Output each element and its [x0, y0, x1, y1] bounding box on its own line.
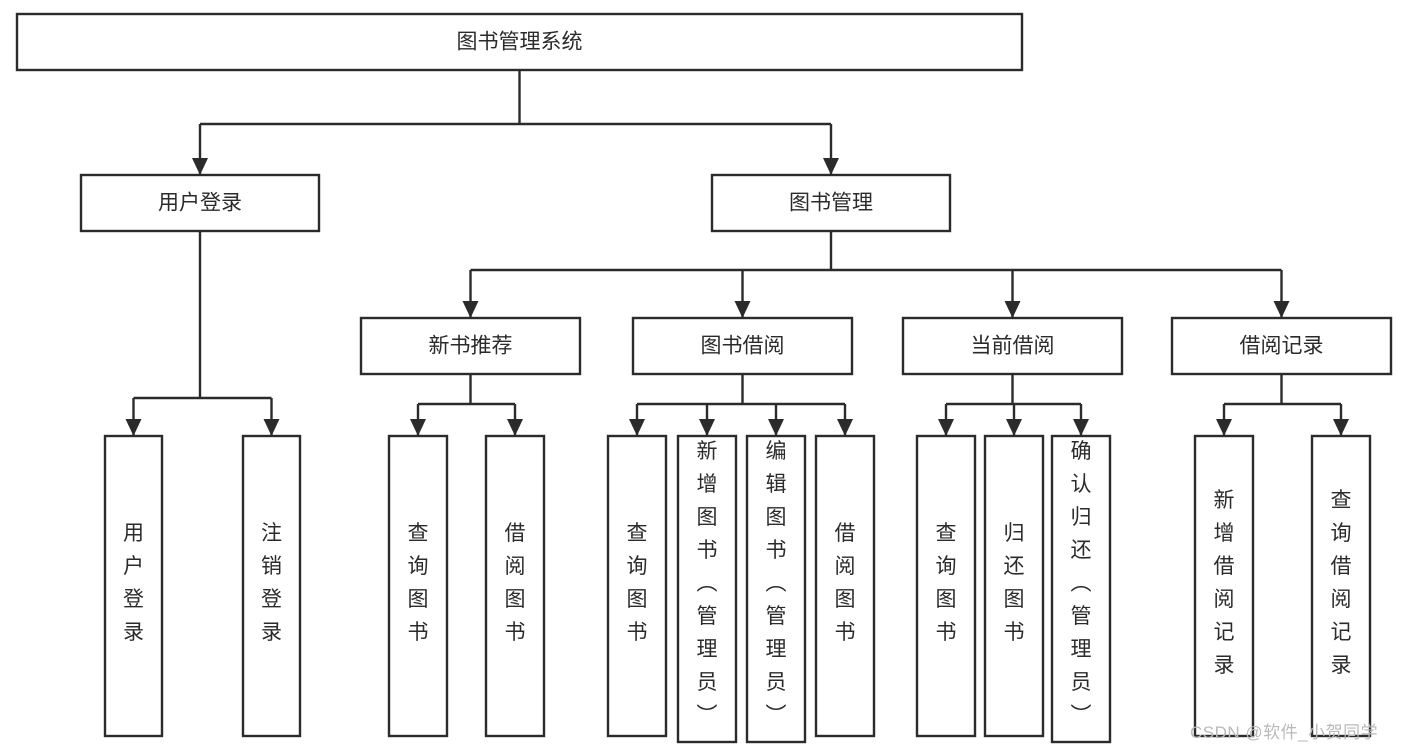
arrow-head-icon	[823, 158, 839, 175]
node-label-leaf-return-book: 归还图书	[1004, 522, 1025, 644]
node-leaf-borrow-book-b[interactable]: 借阅图书	[814, 434, 876, 738]
edge-group-root	[192, 70, 839, 175]
node-box-user-login	[79, 173, 321, 233]
node-leaf-query-book-c[interactable]: 查询图书	[915, 434, 977, 738]
arrow-head-icon	[1333, 419, 1349, 436]
node-box-leaf-add-book	[676, 434, 738, 744]
node-current-borrow[interactable]: 当前借阅	[901, 316, 1124, 376]
edge-group-user-login	[125, 231, 280, 436]
node-leaf-query-book-b[interactable]: 查询图书	[606, 434, 668, 738]
csdn-watermark: CSDN @软件_小贺同学	[1190, 723, 1379, 742]
node-label-leaf-confirm-return: 确认归还︵管理员︶	[1071, 440, 1092, 727]
node-label-leaf-query-book-a: 查询图书	[408, 522, 429, 644]
arrow-head-icon	[125, 419, 142, 436]
node-box-leaf-add-record	[1193, 434, 1255, 738]
node-label-leaf-borrow-book-a: 借阅图书	[505, 522, 526, 644]
node-label-leaf-query-book-c: 查询图书	[936, 522, 957, 644]
node-leaf-borrow-book-a[interactable]: 借阅图书	[484, 434, 546, 738]
arrow-head-icon	[837, 419, 853, 436]
arrow-head-icon	[629, 419, 645, 436]
arrow-head-icon	[768, 419, 784, 436]
node-root[interactable]: 图书管理系统	[15, 12, 1024, 72]
node-leaf-confirm-return[interactable]: 确认归还︵管理员︶	[1050, 434, 1112, 744]
node-book-manage[interactable]: 图书管理	[710, 173, 952, 233]
node-label-leaf-add-record: 新增借阅记录	[1214, 489, 1235, 677]
node-box-leaf-borrow-book-b	[814, 434, 876, 738]
node-label-leaf-edit-book: 编辑图书︵管理员︶	[766, 440, 787, 727]
node-book-borrow[interactable]: 图书借阅	[631, 316, 854, 376]
node-label-leaf-borrow-book-b: 借阅图书	[835, 522, 856, 644]
node-box-leaf-edit-book	[745, 434, 807, 744]
node-box-leaf-query-book-a	[387, 434, 449, 738]
node-label-user-login: 用户登录	[158, 192, 242, 215]
node-box-root	[15, 12, 1024, 72]
node-leaf-add-record[interactable]: 新增借阅记录	[1193, 434, 1255, 738]
node-label-new-book-rec: 新书推荐	[429, 335, 513, 358]
arrow-head-icon	[507, 419, 523, 436]
edge-group-borrow-record	[1216, 374, 1349, 436]
edge-group-new-book-rec	[410, 374, 523, 436]
arrow-head-icon	[938, 419, 954, 436]
arrow-head-icon	[1004, 301, 1021, 318]
node-box-leaf-confirm-return	[1050, 434, 1112, 744]
node-label-root: 图书管理系统	[457, 31, 583, 54]
node-label-book-borrow: 图书借阅	[701, 335, 785, 358]
arrow-head-icon	[410, 419, 426, 436]
node-box-leaf-return-book	[983, 434, 1045, 738]
node-label-leaf-query-record: 查询借阅记录	[1331, 489, 1352, 677]
node-leaf-add-book[interactable]: 新增图书︵管理员︶	[676, 434, 738, 744]
node-leaf-return-book[interactable]: 归还图书	[983, 434, 1045, 738]
node-leaf-user-login[interactable]: 用户登录	[103, 434, 164, 738]
arrow-head-icon	[699, 419, 715, 436]
node-new-book-rec[interactable]: 新书推荐	[359, 316, 582, 376]
arrow-head-icon	[263, 419, 280, 436]
node-leaf-query-record[interactable]: 查询借阅记录	[1310, 434, 1372, 738]
node-label-leaf-user-login: 用户登录	[123, 522, 144, 644]
node-label-book-manage: 图书管理	[789, 192, 873, 215]
node-box-borrow-record	[1170, 316, 1393, 376]
node-box-leaf-borrow-book-a	[484, 434, 546, 738]
connector-layer	[125, 70, 1349, 436]
arrow-head-icon	[1216, 419, 1232, 436]
arrow-head-icon	[1273, 301, 1290, 318]
arrow-head-icon	[1073, 419, 1089, 436]
arrow-head-icon	[1006, 419, 1022, 436]
edge-group-current-borrow	[938, 374, 1089, 436]
node-label-current-borrow: 当前借阅	[971, 335, 1055, 358]
node-leaf-query-book-a[interactable]: 查询图书	[387, 434, 449, 738]
arrow-head-icon	[462, 301, 479, 318]
node-box-current-borrow	[901, 316, 1124, 376]
node-leaf-logout[interactable]: 注销登录	[241, 434, 302, 738]
node-user-login[interactable]: 用户登录	[79, 173, 321, 233]
node-box-new-book-rec	[359, 316, 582, 376]
node-leaf-edit-book[interactable]: 编辑图书︵管理员︶	[745, 434, 807, 744]
node-box-book-manage	[710, 173, 952, 233]
node-box-leaf-query-record	[1310, 434, 1372, 738]
node-borrow-record[interactable]: 借阅记录	[1170, 316, 1393, 376]
arrow-head-icon	[734, 301, 751, 318]
node-label-leaf-query-book-b: 查询图书	[627, 522, 648, 644]
arrow-head-icon	[192, 158, 208, 175]
node-label-leaf-add-book: 新增图书︵管理员︶	[697, 440, 718, 727]
node-box-leaf-user-login	[103, 434, 164, 738]
node-label-borrow-record: 借阅记录	[1240, 335, 1324, 358]
node-layer: 图书管理系统用户登录图书管理新书推荐图书借阅当前借阅借阅记录用户登录注销登录查询…	[15, 12, 1393, 744]
node-label-leaf-logout: 注销登录	[261, 522, 282, 644]
node-box-leaf-query-book-c	[915, 434, 977, 738]
edge-group-book-borrow	[629, 374, 853, 436]
node-box-book-borrow	[631, 316, 854, 376]
edge-group-book-manage	[462, 231, 1290, 318]
node-box-leaf-query-book-b	[606, 434, 668, 738]
node-box-leaf-logout	[241, 434, 302, 738]
